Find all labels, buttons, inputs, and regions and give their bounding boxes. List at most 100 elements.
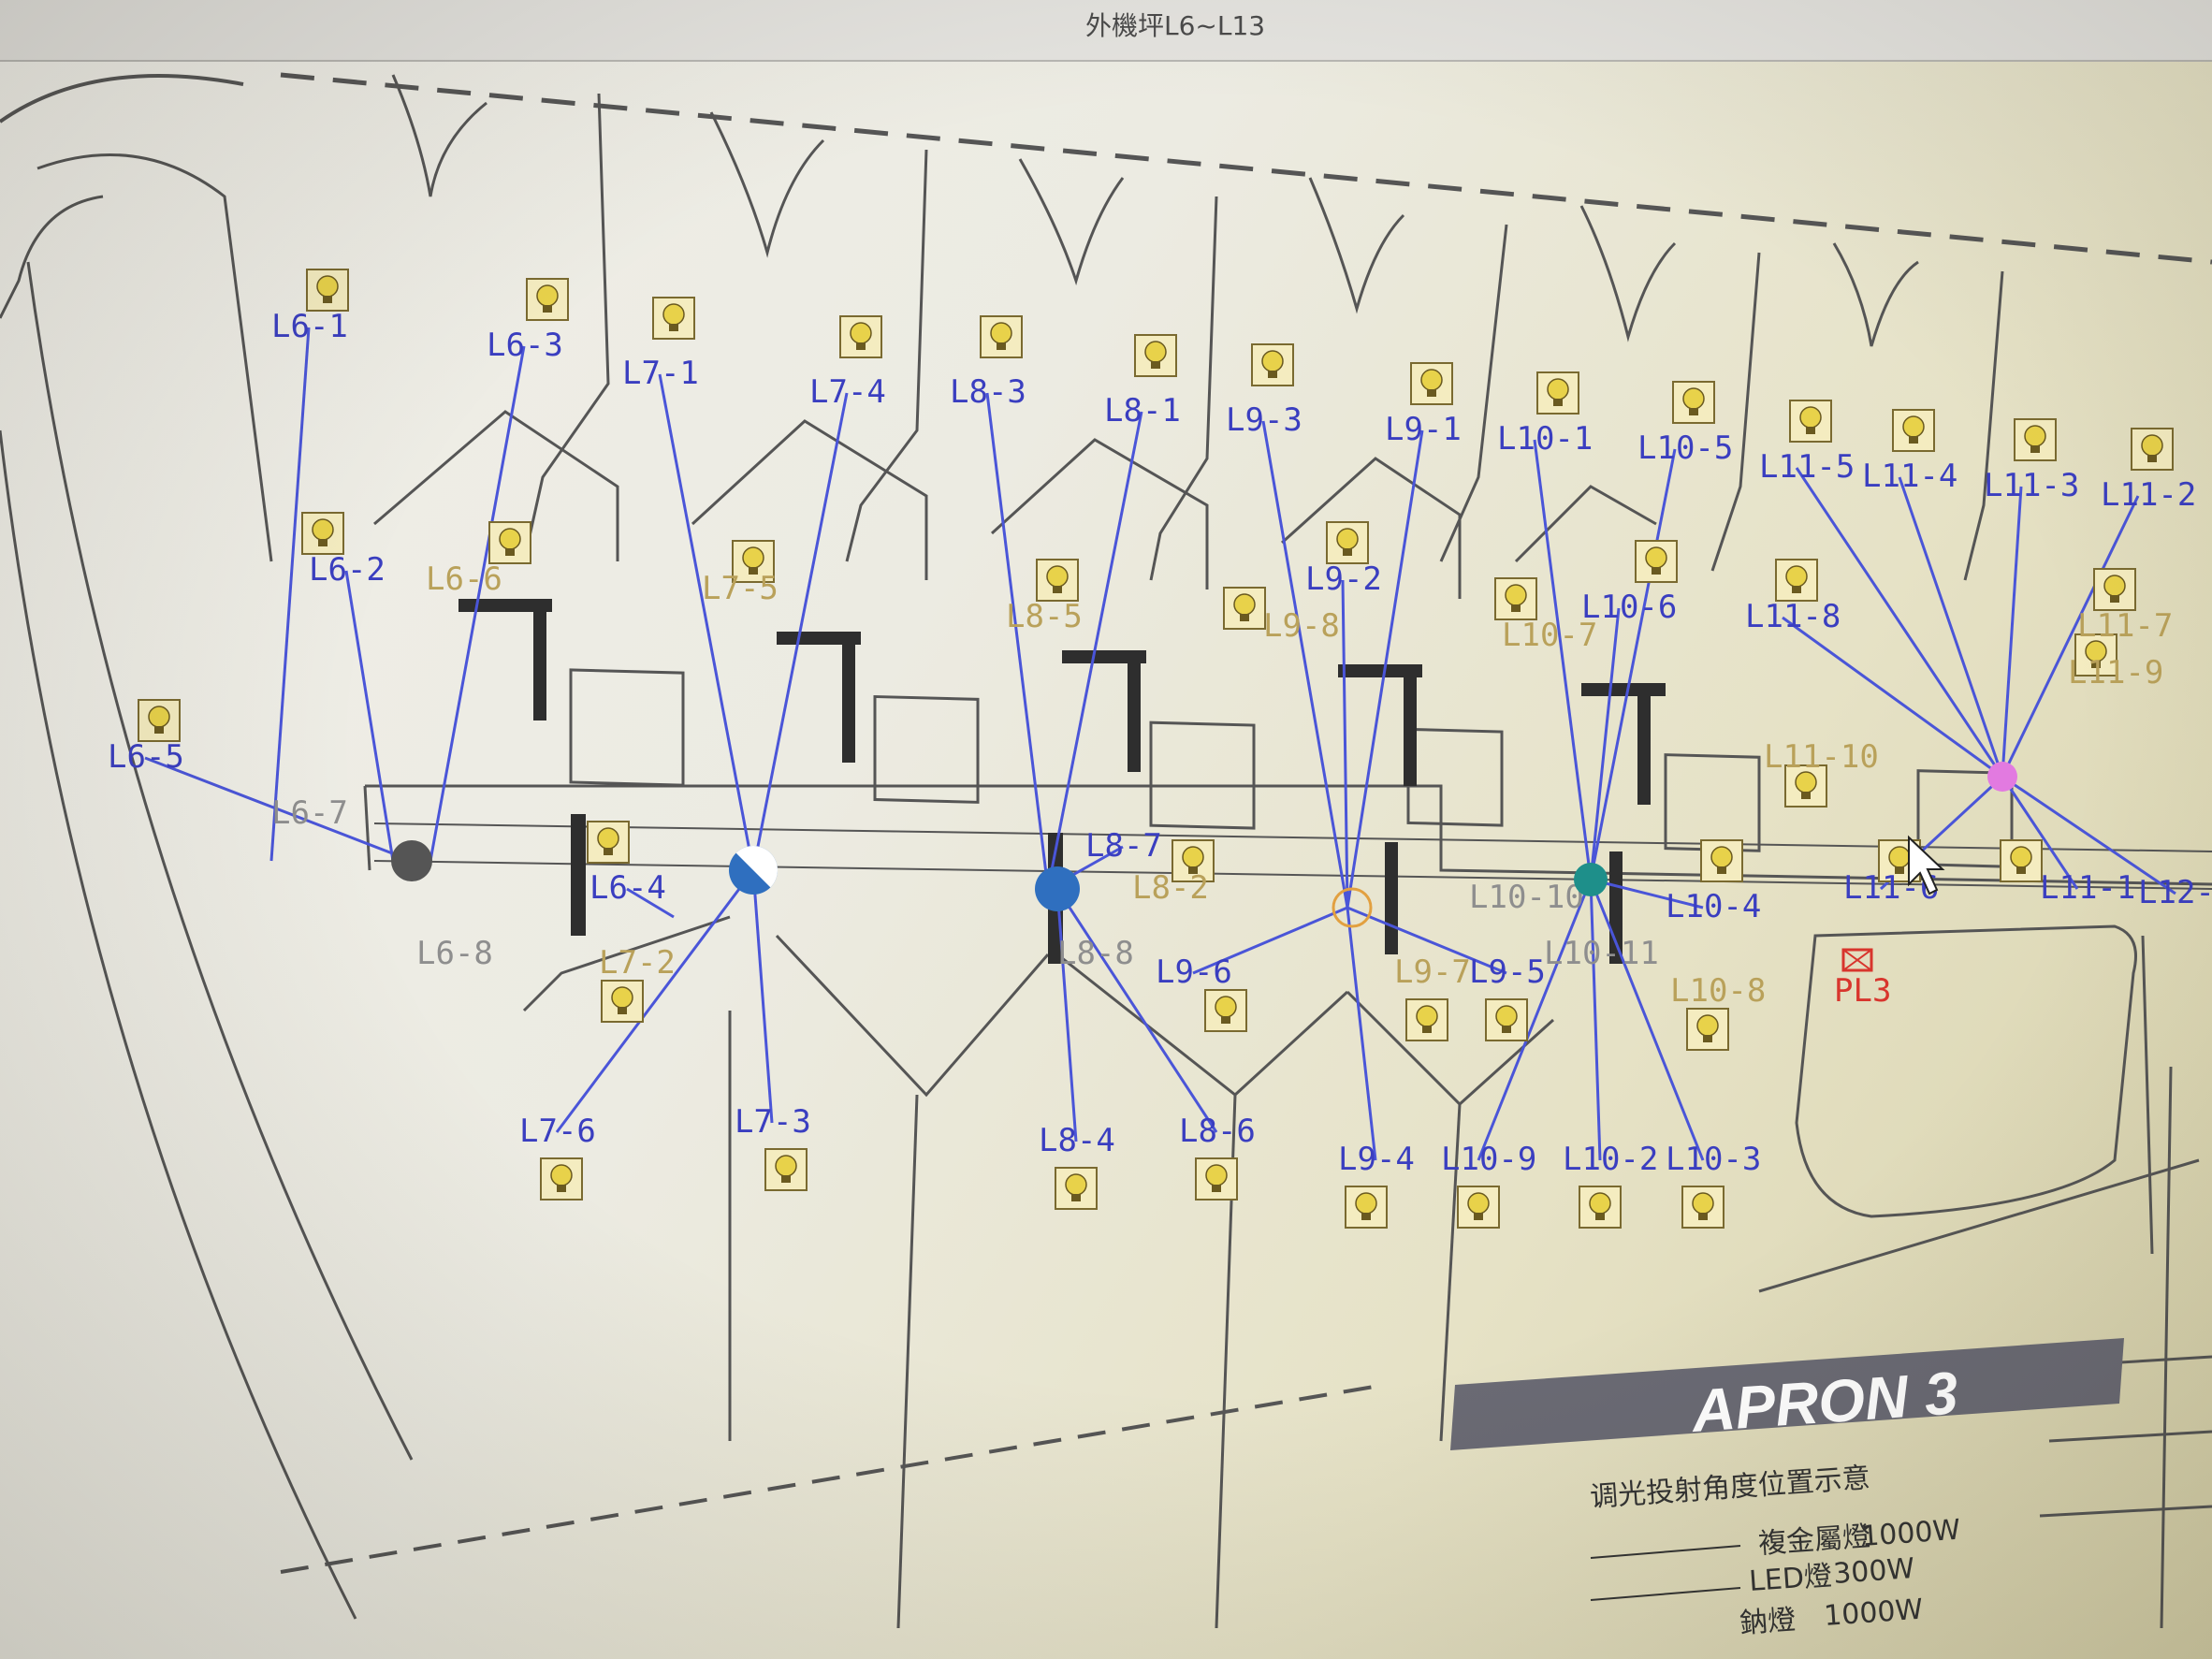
light-label[interactable]: L9-1: [1385, 411, 1462, 448]
lamp-icon[interactable]: [732, 540, 775, 583]
light-label[interactable]: L11-5: [1759, 448, 1855, 486]
lamp-icon[interactable]: [652, 297, 695, 340]
lamp-icon[interactable]: [1223, 587, 1266, 630]
lamp-icon[interactable]: [526, 278, 569, 321]
lamp-icon[interactable]: [1055, 1167, 1098, 1210]
light-label[interactable]: L9-6: [1156, 953, 1232, 991]
light-label[interactable]: L9-5: [1469, 953, 1546, 991]
light-label[interactable]: L11-4: [1862, 458, 1957, 495]
lamp-icon[interactable]: [2000, 839, 2043, 882]
mast-icon[interactable]: [1987, 762, 2017, 792]
light-label[interactable]: L11-10: [1764, 738, 1879, 776]
light-label[interactable]: L10-8: [1670, 972, 1766, 1010]
lamp-icon[interactable]: [1134, 334, 1177, 377]
light-label[interactable]: L10-6: [1581, 589, 1677, 626]
lamp-icon[interactable]: [764, 1148, 808, 1191]
lamp-icon[interactable]: [2074, 633, 2117, 677]
lamp-icon[interactable]: [1195, 1157, 1238, 1201]
cad-drawing-canvas[interactable]: L6-1L6-3L6-2 L6-6L6-5L6-7L6-4L6-8 L7-1 L7-4…: [0, 37, 2212, 1659]
lamp-icon[interactable]: [1775, 559, 1818, 602]
light-label[interactable]: L6-5: [108, 738, 184, 776]
lamp-icon[interactable]: [2093, 568, 2136, 611]
lamp-icon[interactable]: [1251, 343, 1294, 386]
light-label[interactable]: L6-2: [309, 551, 386, 589]
light-label[interactable]: L10-1: [1497, 420, 1593, 458]
lamp-icon[interactable]: [1892, 409, 1935, 452]
light-label[interactable]: L9-3: [1226, 401, 1302, 439]
light-label[interactable]: L7-4: [809, 373, 886, 411]
lamp-icon[interactable]: [1485, 998, 1528, 1041]
light-label[interactable]: L11-7: [2077, 607, 2173, 645]
light-label[interactable]: L7-6: [519, 1113, 596, 1150]
lamp-icon[interactable]: [601, 980, 644, 1023]
light-label[interactable]: L9-7: [1394, 953, 1471, 991]
light-label[interactable]: L10-2: [1563, 1141, 1658, 1178]
light-label[interactable]: L10-9: [1441, 1141, 1536, 1178]
light-label[interactable]: L7-1: [622, 355, 699, 392]
light-label[interactable]: L7-5: [702, 570, 779, 607]
lamp-icon[interactable]: [1494, 577, 1537, 620]
lamp-icon[interactable]: [1405, 998, 1448, 1041]
light-label[interactable]: L6-7: [271, 794, 348, 832]
lamp-icon[interactable]: [1036, 559, 1079, 602]
lamp-icon[interactable]: [488, 521, 531, 564]
light-label[interactable]: L8-6: [1179, 1113, 1256, 1150]
light-label[interactable]: L10-10: [1469, 879, 1584, 916]
lamp-icon[interactable]: [1345, 1186, 1388, 1229]
lamp-icon[interactable]: [839, 315, 882, 358]
light-label[interactable]: L6-4: [589, 869, 666, 907]
light-label[interactable]: L8-2: [1132, 869, 1209, 907]
light-label[interactable]: L9-2: [1305, 560, 1382, 598]
mast-icon[interactable]: [1574, 863, 1608, 896]
mast-icon[interactable]: [391, 840, 432, 881]
lamp-icon[interactable]: [1457, 1186, 1500, 1229]
light-label[interactable]: L12-6: [2138, 874, 2212, 911]
lamp-icon[interactable]: [1171, 839, 1215, 882]
lamp-icon[interactable]: [1326, 521, 1369, 564]
mast-icon[interactable]: [1035, 866, 1080, 911]
light-label[interactable]: L8-5: [1006, 598, 1083, 635]
lamp-icon[interactable]: [1672, 381, 1715, 424]
lamp-icon[interactable]: [138, 699, 181, 742]
lamp-icon[interactable]: [2014, 418, 2057, 461]
lamp-icon[interactable]: [980, 315, 1023, 358]
lamp-icon[interactable]: [2131, 428, 2174, 471]
lamp-icon[interactable]: [306, 269, 349, 312]
lamp-icon[interactable]: [1700, 839, 1743, 882]
lamp-icon[interactable]: [1204, 989, 1247, 1032]
lamp-icon[interactable]: [587, 821, 630, 864]
light-label[interactable]: L11-8: [1745, 598, 1841, 635]
lamp-icon[interactable]: [1789, 400, 1832, 443]
light-label[interactable]: L11-1: [2040, 869, 2135, 907]
light-label[interactable]: L6-3: [487, 327, 563, 364]
light-label[interactable]: L6-8: [416, 935, 493, 972]
light-label[interactable]: L10-4: [1666, 888, 1761, 925]
light-label[interactable]: L11-2: [2101, 476, 2196, 514]
light-label[interactable]: L10-7: [1502, 617, 1597, 654]
lamp-icon[interactable]: [1681, 1186, 1724, 1229]
light-label[interactable]: L10-3: [1666, 1141, 1761, 1178]
light-label[interactable]: L8-3: [950, 373, 1026, 411]
lamp-icon[interactable]: [1536, 371, 1579, 415]
lamp-icon[interactable]: [1784, 764, 1827, 808]
light-label[interactable]: L8-4: [1039, 1122, 1115, 1159]
light-label[interactable]: L9-8: [1263, 607, 1340, 645]
light-label[interactable]: L11-9: [2068, 654, 2163, 691]
light-label[interactable]: L6-6: [426, 560, 502, 598]
light-label[interactable]: L7-2: [599, 944, 676, 982]
light-label[interactable]: L7-3: [735, 1103, 811, 1141]
lamp-icon[interactable]: [1686, 1008, 1729, 1051]
light-label[interactable]: L9-4: [1338, 1141, 1415, 1178]
mast-icon[interactable]: [1332, 887, 1373, 928]
lamp-icon[interactable]: [1579, 1186, 1622, 1229]
light-label[interactable]: L10-11: [1544, 935, 1659, 972]
lamp-icon[interactable]: [1410, 362, 1453, 405]
light-label[interactable]: L8-7: [1085, 827, 1162, 865]
light-label[interactable]: L8-1: [1104, 392, 1181, 429]
lamp-icon[interactable]: [1635, 540, 1678, 583]
lamp-icon[interactable]: [301, 512, 344, 555]
light-label[interactable]: L8-8: [1057, 935, 1134, 972]
light-label[interactable]: L6-1: [271, 308, 348, 345]
lamp-icon[interactable]: [540, 1157, 583, 1201]
light-label[interactable]: L10-5: [1637, 429, 1733, 467]
